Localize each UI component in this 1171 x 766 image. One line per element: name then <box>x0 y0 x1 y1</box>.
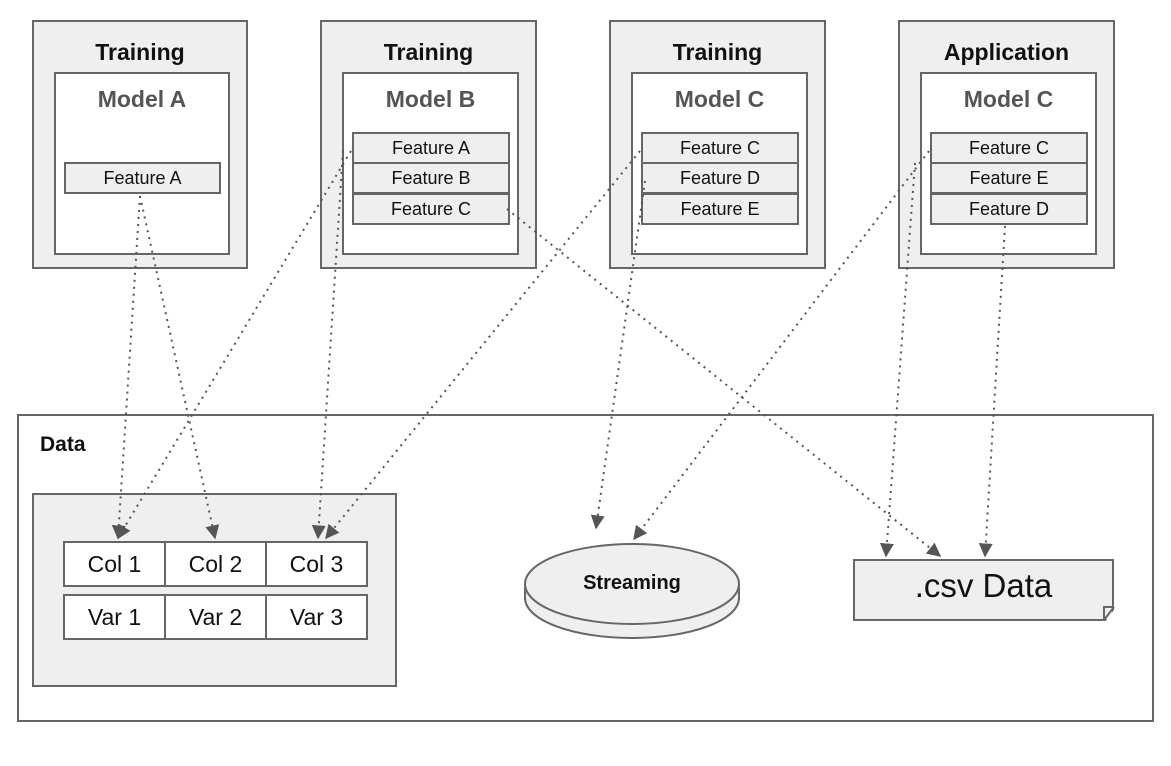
model-title: Model B <box>385 86 476 112</box>
stage-title: Application <box>943 39 1070 65</box>
stage-title: Training <box>383 39 474 65</box>
feature-box: Feature E <box>641 193 799 225</box>
model-box: Model C Feature C Feature D Feature E <box>631 72 808 255</box>
feature-box: Feature B <box>352 162 510 194</box>
table-header-cell: Col 2 <box>164 541 267 587</box>
feature-box: Feature D <box>641 162 799 194</box>
model-box: Model A Feature A <box>54 72 230 255</box>
stage-training-model-c: Training Model C Feature C Feature D Fea… <box>609 20 826 269</box>
stage-training-model-a: Training Model A Feature A <box>32 20 248 269</box>
table-cell: Var 2 <box>164 594 267 640</box>
model-title: Model C <box>674 86 765 112</box>
csv-label: .csv Data <box>914 567 1053 604</box>
model-title: Model C <box>963 86 1054 112</box>
data-panel-title: Data <box>40 433 86 456</box>
stage-training-model-b: Training Model B Feature A Feature B Fea… <box>320 20 537 269</box>
feature-box: Feature A <box>352 132 510 164</box>
feature-box: Feature E <box>930 162 1088 194</box>
model-title: Model A <box>97 86 187 112</box>
table-cell: Var 3 <box>265 594 368 640</box>
stage-title: Training <box>95 39 185 65</box>
feature-box: Feature A <box>64 162 221 194</box>
table-cell: Var 1 <box>63 594 166 640</box>
model-box: Model C Feature C Feature E Feature D <box>920 72 1097 255</box>
csv-file: .csv Data <box>853 559 1114 621</box>
table-header-cell: Col 1 <box>63 541 166 587</box>
feature-box: Feature C <box>930 132 1088 164</box>
stage-title: Training <box>672 39 763 65</box>
feature-box: Feature C <box>641 132 799 164</box>
stage-application-model-c: Application Model C Feature C Feature E … <box>898 20 1115 269</box>
feature-box: Feature D <box>930 193 1088 225</box>
model-box: Model B Feature A Feature B Feature C <box>342 72 519 255</box>
table-source <box>32 493 397 687</box>
table-header-cell: Col 3 <box>265 541 368 587</box>
streaming-label: Streaming <box>583 572 681 594</box>
feature-box: Feature C <box>352 193 510 225</box>
